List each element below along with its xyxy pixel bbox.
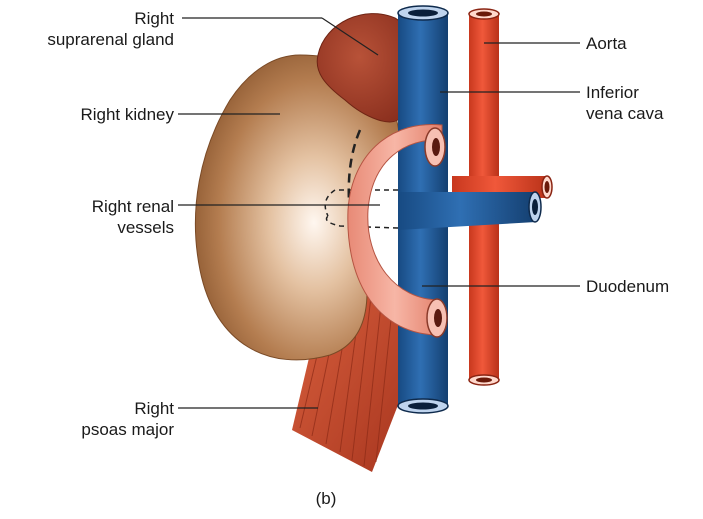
label-psoas-line2: psoas major [20,419,174,440]
label-right-psoas-major: Right psoas major [20,398,174,440]
label-aorta: Aorta [586,33,627,54]
figure-caption: (b) [306,488,346,509]
label-renal-line2: vessels [20,217,174,238]
label-suprarenal-line2: suprarenal gland [40,29,174,50]
label-inferior-vena-cava: Inferior vena cava [586,82,664,124]
label-duodenum: Duodenum [586,276,669,297]
label-ivc-line1: Inferior [586,82,664,103]
label-psoas-line1: Right [20,398,174,419]
label-right-suprarenal-gland: Right suprarenal gland [40,8,174,50]
label-right-renal-vessels: Right renal vessels [20,196,174,238]
label-ivc-line2: vena cava [586,103,664,124]
label-right-kidney: Right kidney [20,104,174,125]
label-suprarenal-line1: Right [40,8,174,29]
label-renal-line1: Right renal [20,196,174,217]
